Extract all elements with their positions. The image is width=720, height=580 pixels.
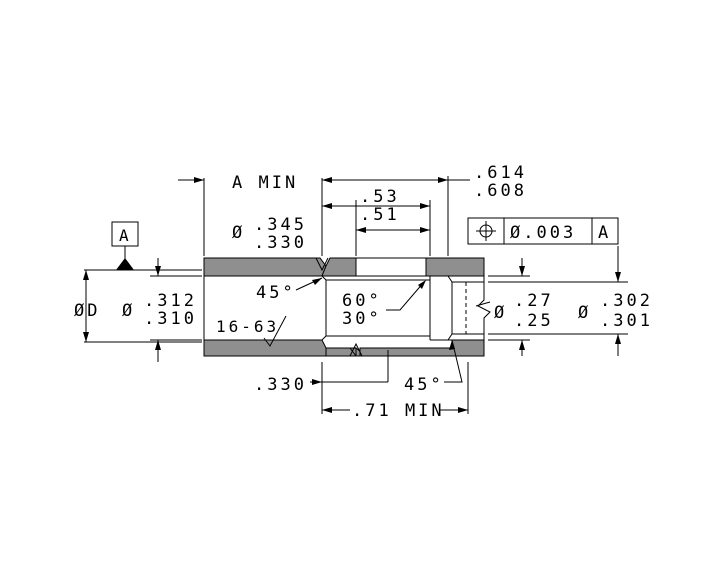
cone-30: 30° [342,309,382,329]
datum-feature-symbol: A [111,221,139,270]
part-section [203,257,491,357]
bore-345: .345 [254,215,307,235]
upper-wall [203,257,327,277]
fcf-datum: A [598,223,611,243]
dimension-texts: A MIN .614 .608 .53 .51 Ø .345 .330 45° … [74,163,653,421]
fcf-tolerance: Ø.003 [510,223,576,243]
position-icon [476,221,496,241]
dia-310: .310 [144,309,197,329]
dia-prefix-right: Ø [578,303,591,323]
cone-60: 60° [342,291,382,311]
min-71: .71 MIN [352,401,445,421]
len-53: .53 [360,187,400,207]
extension-lines [84,176,628,414]
feature-control-frame: Ø.003 A [467,217,619,245]
chamfer-right: 45° [404,375,444,395]
len-51: .51 [360,205,400,225]
len-608: .608 [474,181,527,201]
dia-312: .312 [144,291,197,311]
dia-301: .301 [600,311,653,331]
bore-prefix: Ø [232,223,245,243]
chamfer-left: 45° [256,283,296,303]
finish-label: 16-63 [216,317,279,336]
len-614: .614 [474,163,527,183]
a-min-label: A MIN [232,173,298,193]
upper-wall-right [425,257,485,277]
datum-triangle-icon [116,258,134,270]
dia-prefix-mid: Ø [494,303,507,323]
dia-27: .27 [514,291,554,311]
top-groove [355,257,427,277]
depth-330: .330 [254,375,307,395]
dia-302: .302 [600,291,653,311]
bore-330: .330 [254,233,307,253]
datum-letter: A [119,226,132,245]
dia-prefix-left: Ø [122,301,135,321]
lower-wall-long [359,339,485,357]
od-label: ØD [74,301,100,321]
dimension-lines [83,177,621,413]
dia-25: .25 [514,311,554,331]
